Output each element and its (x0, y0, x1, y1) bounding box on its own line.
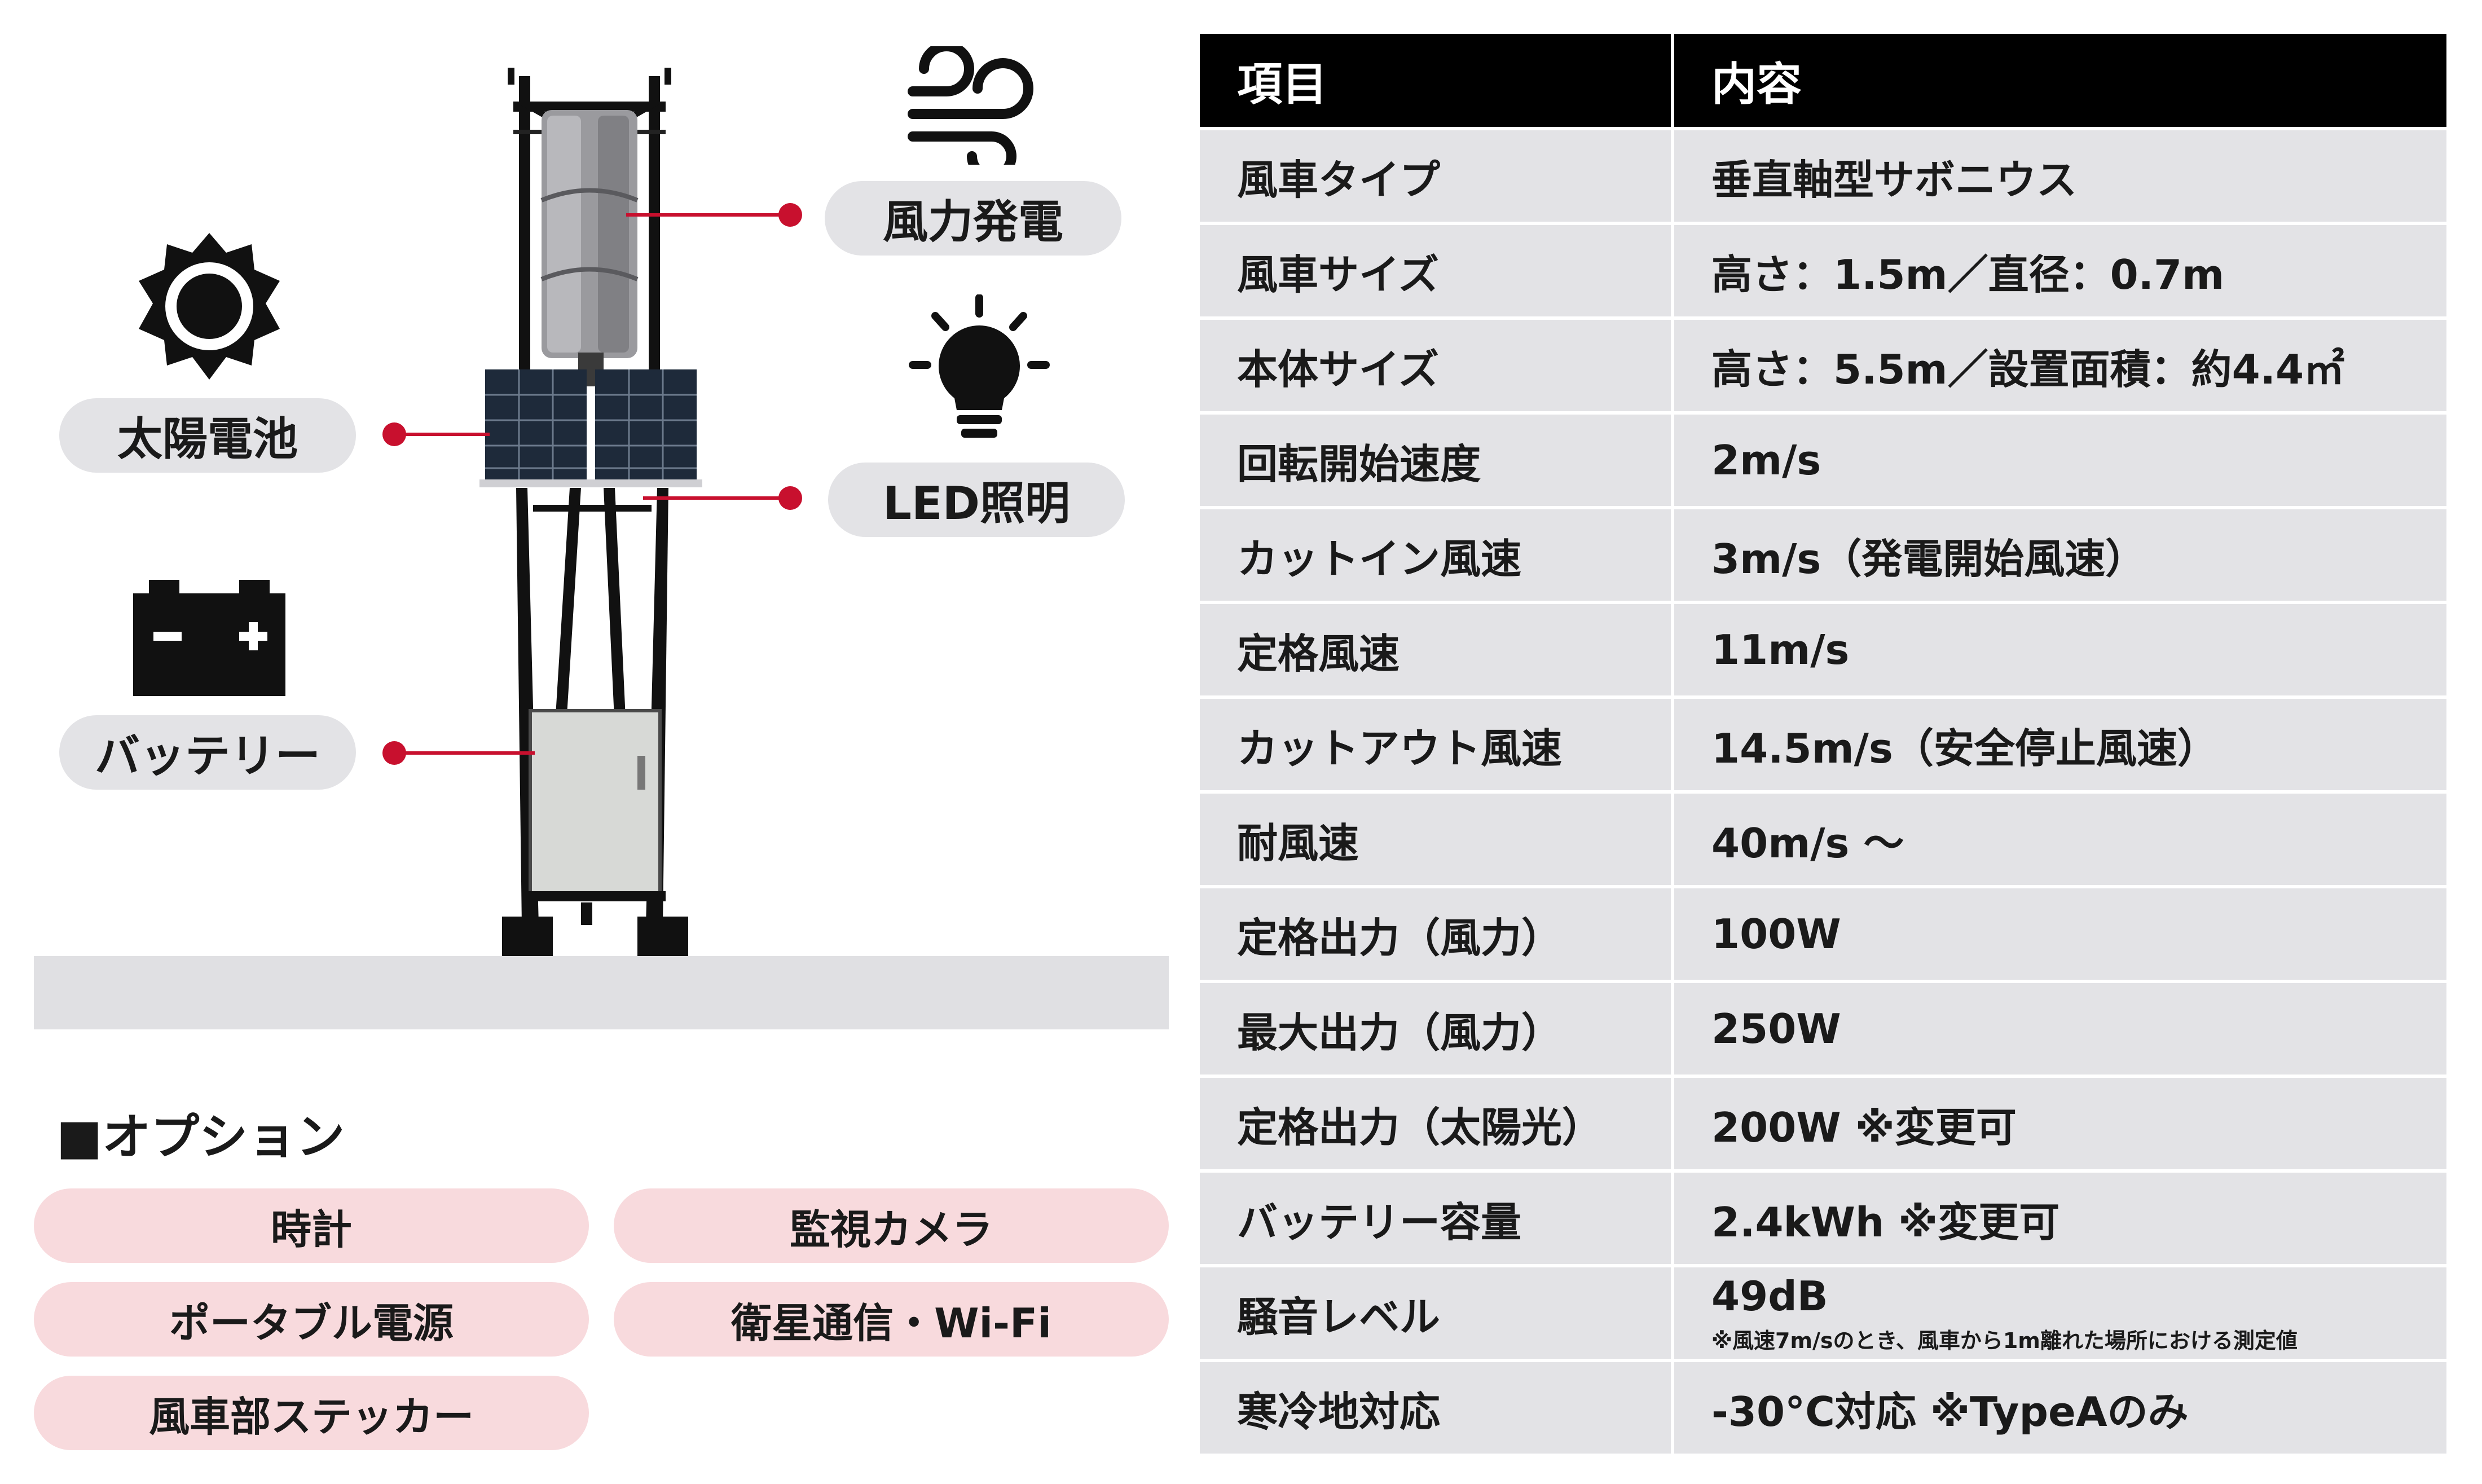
spec-item: 定格風速 (1200, 601, 1674, 697)
table-row: カットイン風速 3m/s（発電開始風速） (1200, 506, 2446, 602)
table-row: 耐風速 40m/s ～ (1200, 790, 2446, 887)
spec-item: 定格出力（太陽光） (1200, 1075, 1674, 1171)
wind-icon (908, 46, 1033, 165)
table-row: バッテリー容量 2.4kWh ※変更可 (1200, 1169, 2446, 1266)
table-row: 回転開始速度 2m/s (1200, 411, 2446, 508)
spec-value: 40m/s ～ (1673, 790, 2446, 887)
battery-leader-line (394, 751, 535, 755)
spec-item: 風車サイズ (1200, 222, 1674, 318)
table-row: 騒音レベル 49dB ※風速7m/sのとき、風車から1m離れた場所における測定値 (1200, 1264, 2446, 1360)
spec-item: 本体サイズ (1200, 316, 1674, 413)
bulb-icon (909, 294, 1050, 438)
table-row: 定格出力（太陽光） 200W ※変更可 (1200, 1075, 2446, 1171)
spec-header-row: 項目 内容 (1200, 34, 2446, 129)
spec-item: バッテリー容量 (1200, 1169, 1674, 1266)
option-sticker: 風車部ステッカー (34, 1376, 589, 1450)
option-clock: 時計 (34, 1188, 589, 1263)
spec-item: カットアウト風速 (1200, 695, 1674, 792)
table-row: 最大出力（風力） 250W (1200, 980, 2446, 1076)
spec-value: 3m/s（発電開始風速） (1673, 506, 2446, 602)
table-row: 寒冷地対応 -30°C対応 ※TypeAのみ (1200, 1359, 2446, 1454)
spec-value: 49dB (1711, 1272, 1828, 1320)
spec-value: 11m/s (1673, 601, 2446, 697)
spec-item: 寒冷地対応 (1200, 1359, 1674, 1454)
table-row: 風車サイズ 高さ：1.5m／直径：0.7m (1200, 222, 2446, 318)
spec-value: -30°C対応 ※TypeAのみ (1673, 1359, 2446, 1454)
battery-label: バッテリー (59, 715, 356, 790)
table-row: 定格出力（風力） 100W (1200, 885, 2446, 981)
battery-icon (133, 580, 285, 696)
solar-cell-label: 太陽電池 (59, 398, 356, 473)
spec-value: 高さ：5.5m／設置面積：約4.4㎡ (1673, 316, 2446, 413)
wind-power-label: 風力発電 (825, 181, 1121, 256)
wind-turbine-tower-illustration (479, 68, 702, 956)
option-portable-power: ポータブル電源 (34, 1282, 589, 1357)
led-light-label: LED照明 (828, 463, 1125, 537)
spec-value: 2m/s (1673, 411, 2446, 508)
table-row: 風車タイプ 垂直軸型サボニウス (1200, 127, 2446, 223)
spec-value: 200W ※変更可 (1673, 1075, 2446, 1171)
spec-item: 風車タイプ (1200, 127, 1674, 223)
sun-icon (139, 233, 280, 380)
spec-value-cell: 49dB ※風速7m/sのとき、風車から1m離れた場所における測定値 (1673, 1264, 2446, 1360)
options-title: ■オプション (56, 1109, 345, 1165)
spec-table: 項目 内容 風車タイプ 垂直軸型サボニウス 風車サイズ 高さ：1.5m／直径：0… (1200, 34, 2446, 1454)
spec-item: 定格出力（風力） (1200, 885, 1674, 981)
spec-item: 騒音レベル (1200, 1264, 1674, 1360)
wind-leader-line (626, 213, 790, 217)
spec-item: 最大出力（風力） (1200, 980, 1674, 1076)
spec-item: 回転開始速度 (1200, 411, 1674, 508)
option-satellite-wifi: 衛星通信・Wi-Fi (614, 1282, 1169, 1357)
spec-value: 14.5m/s（安全停止風速） (1673, 695, 2446, 792)
spec-value: 高さ：1.5m／直径：0.7m (1673, 222, 2446, 318)
spec-item: 耐風速 (1200, 790, 1674, 887)
led-leader-dot (778, 486, 802, 510)
ground-strip (34, 956, 1169, 1029)
solar-leader-line (394, 433, 490, 436)
spec-footnote: ※風速7m/sのとき、風車から1m離れた場所における測定値 (1711, 1328, 2298, 1353)
table-row: 定格風速 11m/s (1200, 601, 2446, 697)
wind-leader-dot (778, 203, 802, 227)
spec-value: 2.4kWh ※変更可 (1673, 1169, 2446, 1266)
table-row: 本体サイズ 高さ：5.5m／設置面積：約4.4㎡ (1200, 316, 2446, 413)
header-content: 内容 (1673, 34, 2446, 129)
option-camera: 監視カメラ (614, 1188, 1169, 1263)
spec-value: 垂直軸型サボニウス (1673, 127, 2446, 223)
spec-item: カットイン風速 (1200, 506, 1674, 602)
spec-value: 100W (1673, 885, 2446, 981)
table-row: カットアウト風速 14.5m/s（安全停止風速） (1200, 695, 2446, 792)
led-leader-line (643, 496, 790, 500)
header-item: 項目 (1200, 34, 1674, 129)
spec-value: 250W (1673, 980, 2446, 1076)
